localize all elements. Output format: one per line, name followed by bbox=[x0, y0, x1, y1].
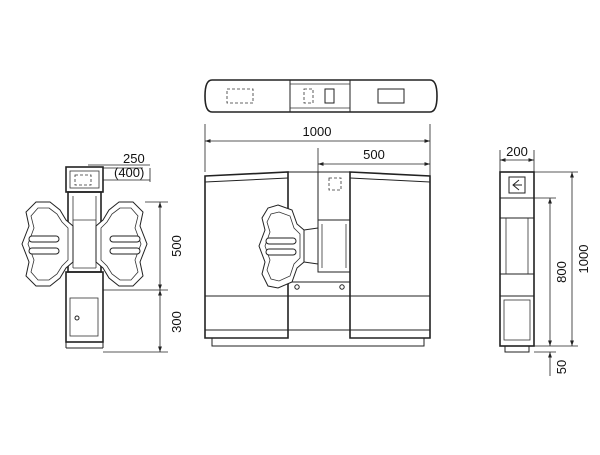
top-display-window bbox=[324, 88, 335, 104]
front-sensor-outline bbox=[328, 177, 342, 191]
dim-plan-width: 250 bbox=[123, 151, 145, 166]
front-view bbox=[204, 171, 431, 347]
front-flap-wing bbox=[258, 204, 305, 289]
plan-dimensions: 250 (400) 500 300 bbox=[88, 151, 184, 353]
plan-right-wing bbox=[95, 201, 148, 287]
dim-front-half-width: 500 bbox=[363, 147, 385, 162]
dim-plan-width-alt: (400) bbox=[114, 165, 144, 180]
front-passage-opening bbox=[317, 219, 351, 273]
plan-left-wing bbox=[21, 201, 74, 287]
top-card-reader-outline bbox=[226, 88, 254, 104]
side-dimensions: 200 800 1000 50 bbox=[499, 144, 591, 376]
top-panel-window bbox=[377, 88, 405, 104]
front-dimensions: 1000 500 bbox=[204, 124, 431, 176]
top-view bbox=[204, 79, 438, 113]
plan-cabinet bbox=[65, 271, 104, 343]
top-sensor-outline bbox=[303, 88, 314, 104]
dim-side-inner-height: 800 bbox=[554, 261, 569, 283]
dim-side-total-height: 1000 bbox=[576, 245, 591, 274]
dim-front-width: 1000 bbox=[303, 124, 332, 139]
side-view bbox=[499, 171, 535, 353]
side-indicator bbox=[508, 176, 526, 194]
plan-view bbox=[21, 166, 148, 349]
dim-side-base: 50 bbox=[554, 360, 569, 374]
dim-plan-gate-depth: 500 bbox=[169, 235, 184, 257]
dim-plan-cabinet-depth: 300 bbox=[169, 311, 184, 333]
dim-side-width: 200 bbox=[506, 144, 528, 159]
side-body bbox=[499, 171, 535, 347]
